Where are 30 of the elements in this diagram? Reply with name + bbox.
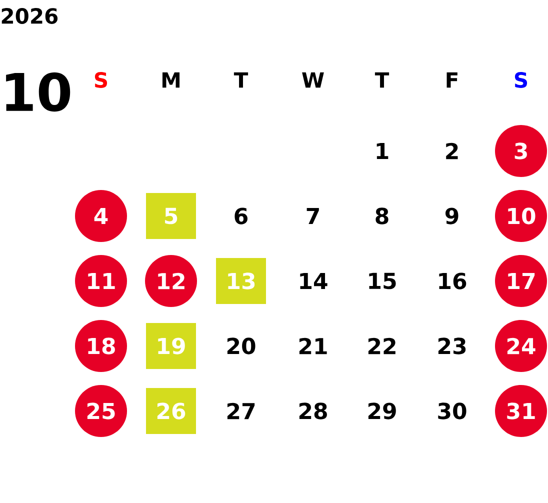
day-number: 7 (306, 208, 319, 224)
day-number: 29 (368, 402, 396, 420)
month-number: 10 (6, 72, 70, 112)
highlight-square: 5 (146, 193, 196, 239)
day-number: 1 (376, 142, 388, 160)
day-number: 9 (446, 208, 458, 224)
day-number: 15 (369, 272, 396, 290)
day-number: 23 (438, 338, 466, 354)
weekday-header: F (446, 72, 458, 88)
weekday-header: W (302, 72, 324, 88)
day-number: 21 (299, 338, 327, 354)
weekday-header: T (374, 72, 390, 88)
day-number: 28 (299, 402, 327, 420)
day-number: 6 (234, 208, 248, 224)
day-number: 20 (227, 338, 256, 354)
weekday-header: S (514, 72, 528, 88)
weekday-header: S (94, 72, 108, 88)
day-number: 2 (446, 142, 458, 160)
day-number: 30 (438, 402, 466, 420)
highlight-square: 13 (216, 258, 266, 304)
highlight-square: 19 (146, 323, 196, 369)
day-number: 8 (376, 208, 388, 224)
weekday-header: M (162, 72, 180, 88)
day-number: 22 (368, 338, 396, 354)
year-title: 2026 (2, 8, 58, 24)
day-number: 16 (439, 272, 466, 290)
highlight-square: 26 (146, 388, 196, 434)
day-number: 27 (227, 402, 255, 420)
weekday-header: T (234, 72, 248, 88)
day-number: 14 (300, 272, 328, 290)
